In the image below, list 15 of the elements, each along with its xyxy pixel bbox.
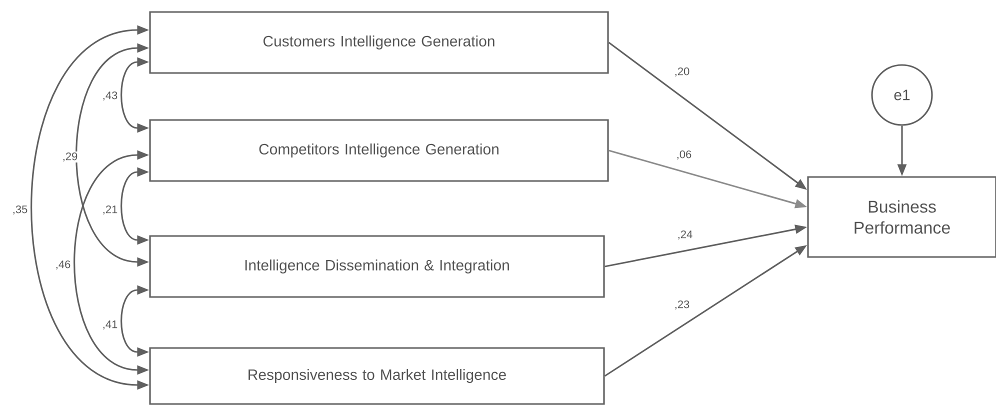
edge-label: ,21 — [101, 204, 119, 216]
edge-label: ,35 — [11, 204, 29, 216]
variable-box: Intelligence Dissemination & Integration — [149, 235, 605, 298]
edge-label: ,23 — [673, 299, 691, 311]
variable-box: Business Performance — [807, 176, 996, 258]
edge-label: ,46 — [54, 259, 72, 271]
variable-box: Customers Intelligence Generation — [149, 11, 609, 74]
variable-box: Competitors Intelligence Generation — [149, 119, 609, 182]
edge-label: ,24 — [676, 229, 694, 241]
edge-label: ,06 — [675, 149, 693, 161]
edge-label: ,29 — [61, 151, 79, 163]
variable-box: Responsiveness to Market Intelligence — [149, 347, 605, 405]
edge-label: ,41 — [101, 320, 119, 330]
edge-label: ,20 — [673, 66, 691, 78]
edge-label: ,43 — [101, 90, 119, 102]
